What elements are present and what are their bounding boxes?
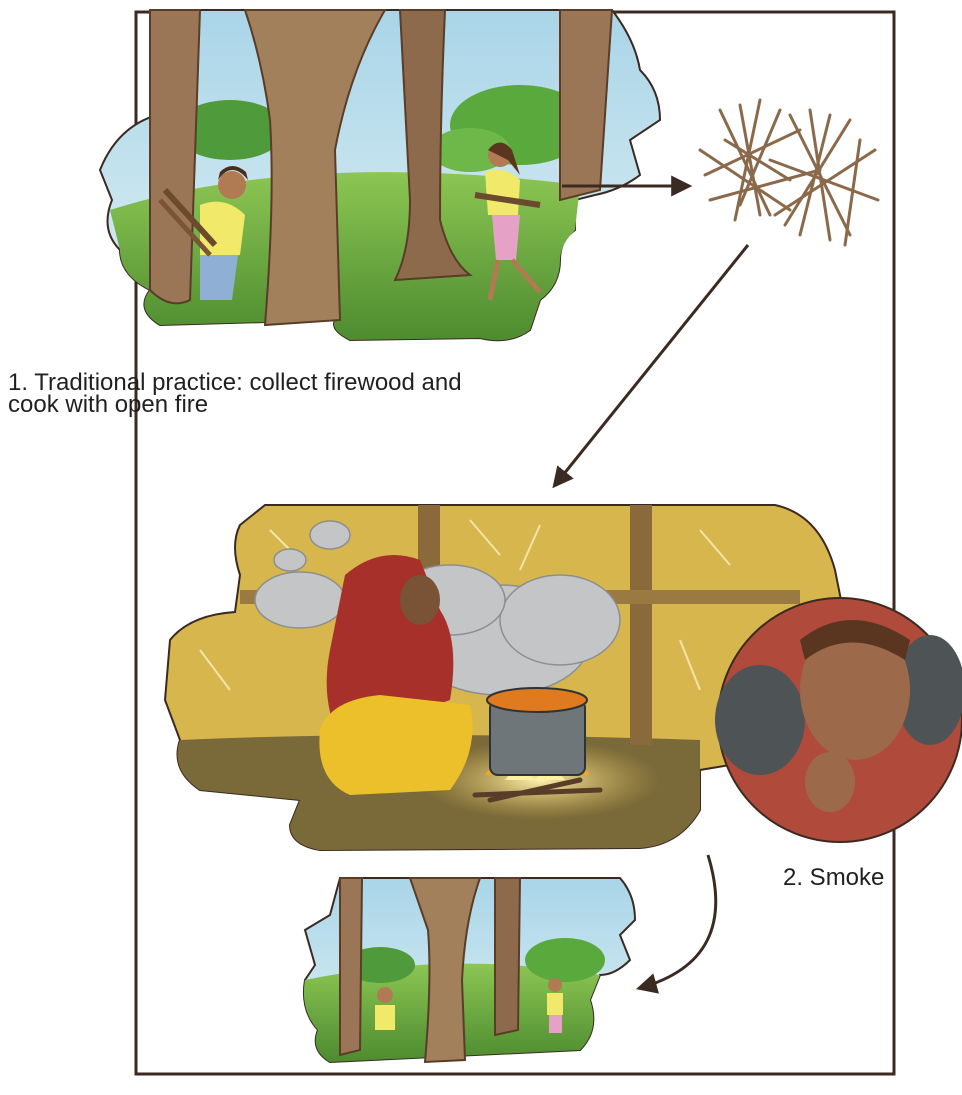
- firewood-bundle: [700, 100, 878, 245]
- forest-firewood-collection-repeat: [304, 878, 635, 1062]
- coughing-woman-closeup: [715, 598, 962, 842]
- caption-step-1: 1. Traditional practice: collect firewoo…: [8, 372, 568, 416]
- arrow-cycle-repeat: [640, 855, 716, 988]
- forest-firewood-collection: [100, 10, 660, 340]
- caption-step-2: 2. Smoke: [783, 867, 884, 889]
- caption-step-1-line-2: cook with open fire: [8, 394, 568, 416]
- arrow-to-cooking: [555, 245, 748, 485]
